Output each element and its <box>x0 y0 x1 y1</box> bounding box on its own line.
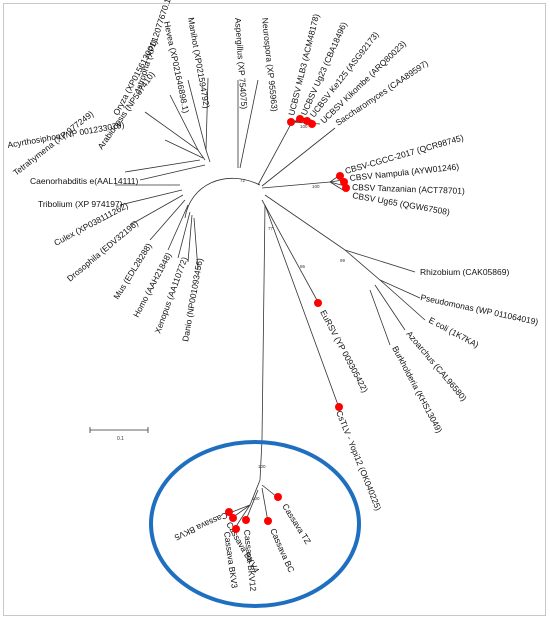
leaf-label-rhizobium: Rhizobium (CAK05869) <box>420 267 509 277</box>
leaf-label-caenorhabditis: Caenorhabditis e(AAL14111) <box>30 176 139 186</box>
marker-cassava-bkv12 <box>242 516 250 524</box>
branch-danio <box>193 217 199 271</box>
leaf-label-ecoli: E coli (1K7KA) <box>427 315 481 350</box>
marker-ucbsv-ug23 <box>296 115 304 123</box>
branch-cassava-bkv12 <box>245 489 259 521</box>
leaf-label-neurospora: Neurospora (XP 955963) <box>260 17 280 112</box>
leaf-label-manihot: Manihot (XP021594792) <box>186 17 212 110</box>
leaf-label-cassava-bkv12: Cassava BKV12 <box>242 529 258 592</box>
marker-ucbsv-mlb3 <box>287 118 295 126</box>
branch-manihot <box>205 77 209 151</box>
branch-cassava-bc <box>261 487 269 523</box>
branch-azoarchus <box>374 284 406 331</box>
leaf-label-cstlv: CsTLV - Yopi12 (OK040225) <box>334 409 383 512</box>
marker-cassava-bkv4 <box>229 514 237 522</box>
branch-pseudomonas <box>344 249 421 299</box>
marker-ucbsv-kikombe <box>308 120 316 128</box>
leaf-label-cbsv-tanzanian: CBSV Tanzanian (ACT78701) <box>352 182 465 196</box>
branch-xenopus <box>187 214 193 263</box>
leaf-label-hevea: Hevea (XP021646898.1) <box>162 20 191 114</box>
branch-cstlv <box>264 204 339 406</box>
marker-eursv <box>314 299 322 307</box>
branch-arabidopsis <box>164 139 204 159</box>
branch-ucbsv-mlb3 <box>257 117 306 186</box>
branch-cassava-stem <box>259 204 266 481</box>
marker-cstlv <box>335 403 343 411</box>
bootstrap-label: 100 <box>258 464 266 469</box>
branch-saccharomyces <box>261 127 336 187</box>
branch-cbsv-ug65 <box>329 181 344 191</box>
leaf-labels: Acyrthosiphon (NP 001233079) Tetrahymena… <box>7 0 540 592</box>
branch-oryza <box>144 111 206 161</box>
branch-neurospora <box>239 79 259 169</box>
branch-acyrthosiphon <box>139 164 206 181</box>
bootstrap-values: 72 100 100 86 77 99 100 100 <box>240 124 346 501</box>
branch-tribolium <box>119 189 183 206</box>
marker-cassava-bkv5 <box>225 508 233 516</box>
branch-mus <box>167 204 189 251</box>
branch-cassava-bkv3 <box>234 504 251 529</box>
cassava-clade-highlight-ring <box>149 440 361 608</box>
branch-burkholderia <box>369 289 391 346</box>
bootstrap-label: 100 <box>252 496 260 501</box>
branch-jatropha <box>169 94 199 151</box>
figure-frame <box>3 3 546 616</box>
leaf-label-cassava-tz: Cassava TZ <box>280 502 313 546</box>
scale-bar-label: 0.1 <box>117 436 124 442</box>
marker-cassava-tz <box>274 493 282 501</box>
branch-tetrahymena <box>124 159 201 173</box>
branch-drosophila <box>149 199 186 241</box>
branch-eursv <box>261 199 319 303</box>
branch-homo <box>177 211 191 259</box>
leaf-label-aspergillus: Aspergillus (XP 754075) <box>233 17 249 109</box>
backbone-arc <box>184 177 261 219</box>
leaf-label-eursv: EuRSV (YP 009305422) <box>318 308 370 394</box>
scale-bar: 0.1 <box>89 427 149 442</box>
bootstrap-label: 100 <box>312 184 320 189</box>
branch-ecoli <box>379 279 426 321</box>
bootstrap-label: 86 <box>300 264 306 269</box>
bootstrap-label: 99 <box>340 258 346 263</box>
branch-cassava-tz <box>261 484 278 498</box>
marker-cassava-bkv3 <box>232 525 240 533</box>
marker-cassava-bc <box>264 517 272 525</box>
leaf-label-cassava-bkv5: Cassava BKV5 <box>173 510 230 542</box>
branch-culex <box>129 194 184 226</box>
bootstrap-label: 77 <box>268 226 274 231</box>
marker-cbsv-tanzanian <box>342 184 350 192</box>
accent-markers <box>225 115 350 533</box>
bootstrap-label: 100 <box>300 124 308 129</box>
tree-branches <box>115 77 426 529</box>
leaf-label-cassava-bc: Cassava BC <box>268 527 296 574</box>
bootstrap-label: 72 <box>240 178 246 183</box>
leaf-label-tribolium: Tribolium (XP 974197) <box>38 199 123 209</box>
marker-cbsv-cgcc <box>336 172 344 180</box>
